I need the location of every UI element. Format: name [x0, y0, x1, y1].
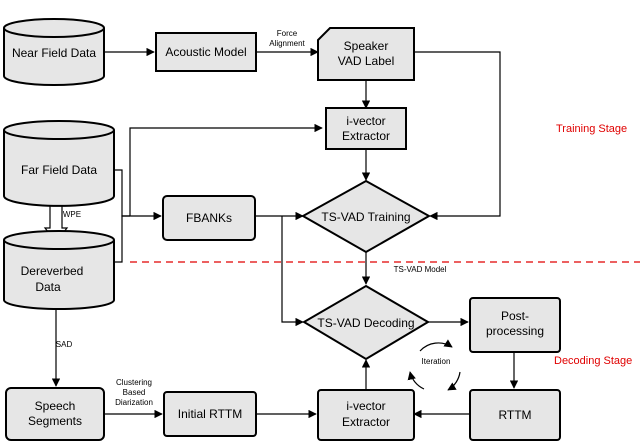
tsvad-decoding-label: TS-VAD Decoding	[317, 316, 414, 330]
far-field-data-node: Far Field Data	[3, 120, 115, 207]
acoustic-model-label: Acoustic Model	[165, 45, 246, 59]
rttm-label: RTTM	[498, 408, 531, 422]
iteration-arrow-left	[407, 371, 425, 390]
speech-segments-line2: Segments	[28, 414, 82, 428]
post-processing-line1: Post-	[501, 309, 529, 323]
speaker-vad-line1: Speaker	[344, 39, 389, 53]
iteration-arrow-right	[447, 371, 461, 391]
clustering-line1: Clustering	[116, 378, 152, 387]
far-field-label: Far Field Data	[21, 163, 97, 177]
ivector-top-line1: i-vector	[346, 114, 385, 128]
speaker-vad-line2: VAD Label	[338, 54, 394, 68]
tsvad-training-node: TS-VAD Training	[300, 179, 432, 254]
ivector-extractor-bottom-node: i-vector Extractor	[317, 389, 415, 441]
near-field-label: Near Field Data	[12, 46, 96, 60]
wpe-label: WPE	[63, 210, 81, 219]
fbanks-node: FBANKs	[162, 195, 256, 241]
edge-farfield-to-bus	[114, 169, 130, 217]
post-processing-node: Post- processing	[469, 297, 561, 353]
edge-fbanks-to-decoding	[281, 216, 304, 327]
ivector-extractor-top-node: i-vector Extractor	[325, 107, 407, 150]
speaker-vad-label-node: Speaker VAD Label	[317, 27, 415, 81]
dereverbed-data-node: Dereverbed Data	[3, 230, 115, 310]
tsvad-model-label: TS-VAD Model	[394, 265, 447, 274]
initial-rttm-label: Initial RTTM	[178, 407, 242, 421]
sad-label: SAD	[56, 340, 73, 349]
ivector-top-line2: Extractor	[342, 129, 390, 143]
initial-rttm-node: Initial RTTM	[163, 391, 257, 437]
tsvad-decoding-node: TS-VAD Decoding	[302, 284, 430, 361]
force-alignment-line2: Alignment	[269, 39, 305, 48]
clustering-line3: Diarization	[115, 398, 153, 407]
edge-vad-to-training	[414, 51, 501, 221]
speech-segments-node: Speech Segments	[5, 387, 105, 441]
ivector-bottom-line1: i-vector	[346, 399, 385, 413]
fbanks-label: FBANKs	[186, 211, 232, 225]
near-field-data-node: Near Field Data	[3, 18, 105, 86]
post-processing-line2: processing	[486, 324, 544, 338]
decoding-stage-label: Decoding Stage	[554, 355, 632, 367]
edge-bus-to-ivector	[129, 123, 323, 216]
clustering-line2: Based	[123, 388, 146, 397]
speech-segments-line1: Speech	[35, 399, 76, 413]
iteration-label: Iteration	[422, 357, 451, 366]
tsvad-training-label: TS-VAD Training	[321, 210, 410, 224]
dereverbed-line1: Dereverbed	[21, 264, 84, 278]
dereverbed-line2: Data	[35, 280, 61, 294]
force-alignment-line1: Force	[277, 29, 298, 38]
edge-dereverbed-to-bus	[114, 215, 130, 263]
ivector-bottom-line2: Extractor	[342, 415, 390, 429]
training-stage-label: Training Stage	[556, 123, 627, 135]
acoustic-model-node: Acoustic Model	[155, 32, 257, 72]
rttm-node: RTTM	[469, 389, 561, 441]
iteration-arrow-top	[419, 339, 453, 352]
